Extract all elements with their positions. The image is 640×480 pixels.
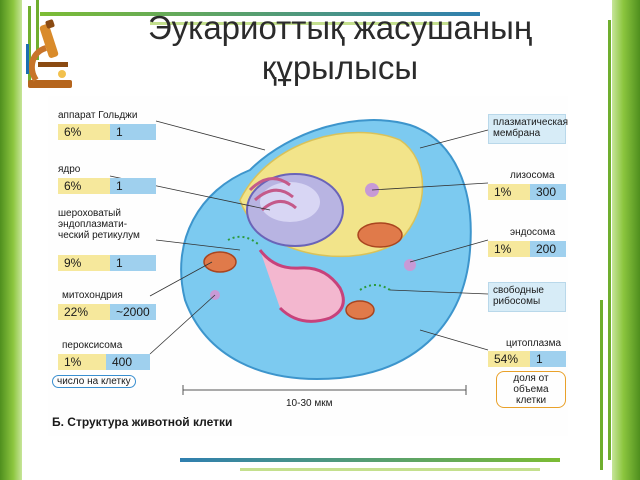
legend-volume-fraction: доля от объема клетки [496, 371, 566, 408]
scale-label: 10-30 мкм [286, 398, 333, 409]
left-green-border [0, 0, 22, 480]
lysosome-pct: 1% [488, 184, 530, 200]
label-er-line1: шероховатый [58, 208, 121, 219]
plasma-membrane-line1: плазматическая [493, 117, 569, 128]
cytoplasm-count: 1 [530, 351, 566, 367]
mitochondria-count: ~2000 [110, 304, 156, 320]
plasma-membrane-line2: мембрана [493, 128, 541, 139]
label-er-line3: ческий ретикулум [58, 230, 140, 241]
frame-line [600, 300, 603, 470]
title-line-1: Эукариоттық жасушаның [147, 9, 533, 46]
cytoplasm-pct: 54% [488, 351, 530, 367]
label-er-line2: эндоплазмати- [58, 219, 128, 230]
er-count: 1 [110, 255, 156, 271]
figure-caption: Б. Структура животной клетки [52, 415, 233, 429]
label-cytoplasm: цитоплазма [506, 338, 562, 349]
frame-line [28, 6, 31, 86]
endosome-count: 200 [530, 241, 566, 257]
endosome-pct: 1% [488, 241, 530, 257]
microscope-icon [26, 19, 72, 88]
lysosome-count: 300 [530, 184, 566, 200]
legend-volume-line2: объема клетки [513, 384, 549, 406]
label-peroxisome: пероксисома [62, 340, 123, 351]
endosome [404, 259, 416, 271]
mitochondrion [357, 222, 403, 248]
peroxisome-count: 400 [106, 354, 150, 370]
frame-line [608, 20, 611, 460]
frame-line [240, 468, 540, 471]
ribosomes-line2: рибосомы [493, 296, 541, 307]
frame-line [36, 0, 39, 60]
label-free-ribosomes: свободные рибосомы [488, 282, 566, 312]
er-pct: 9% [58, 255, 110, 271]
nucleus-pct: 6% [58, 178, 110, 194]
label-golgi: аппарат Гольджи [58, 110, 138, 121]
frame-line [180, 458, 560, 462]
ribosomes-line1: свободные [493, 285, 544, 296]
golgi-apparatus [248, 177, 297, 212]
label-nucleus: ядро [58, 164, 81, 175]
mitochondrion [203, 251, 237, 273]
leader-lines [109, 120, 489, 355]
frame-line [150, 22, 450, 25]
mitochondria-pct: 22% [58, 304, 110, 320]
free-ribosomes [227, 235, 259, 245]
label-plasma-membrane: плазматическая мембрана [488, 114, 569, 144]
rough-er [258, 249, 345, 323]
legend-volume-line1: доля от [513, 373, 549, 384]
golgi-count: 1 [110, 124, 156, 140]
page-title: Эукариоттық жасушаның құрылысы [100, 8, 580, 88]
peroxisome-pct: 1% [58, 354, 106, 370]
title-line-2: құрылысы [261, 49, 419, 86]
golgi-pct: 6% [58, 124, 110, 140]
frame-line [40, 12, 480, 16]
nucleolus [260, 182, 320, 222]
right-green-border [612, 0, 640, 480]
nucleus-count: 1 [110, 178, 156, 194]
free-ribosomes [359, 284, 391, 291]
legend-count-per-cell: число на клетку [52, 375, 136, 388]
label-lysosome: лизосома [510, 170, 555, 181]
label-endosome: эндосома [510, 227, 556, 238]
mitochondrion [345, 300, 375, 320]
label-mitochondria: митохондрия [62, 290, 123, 301]
